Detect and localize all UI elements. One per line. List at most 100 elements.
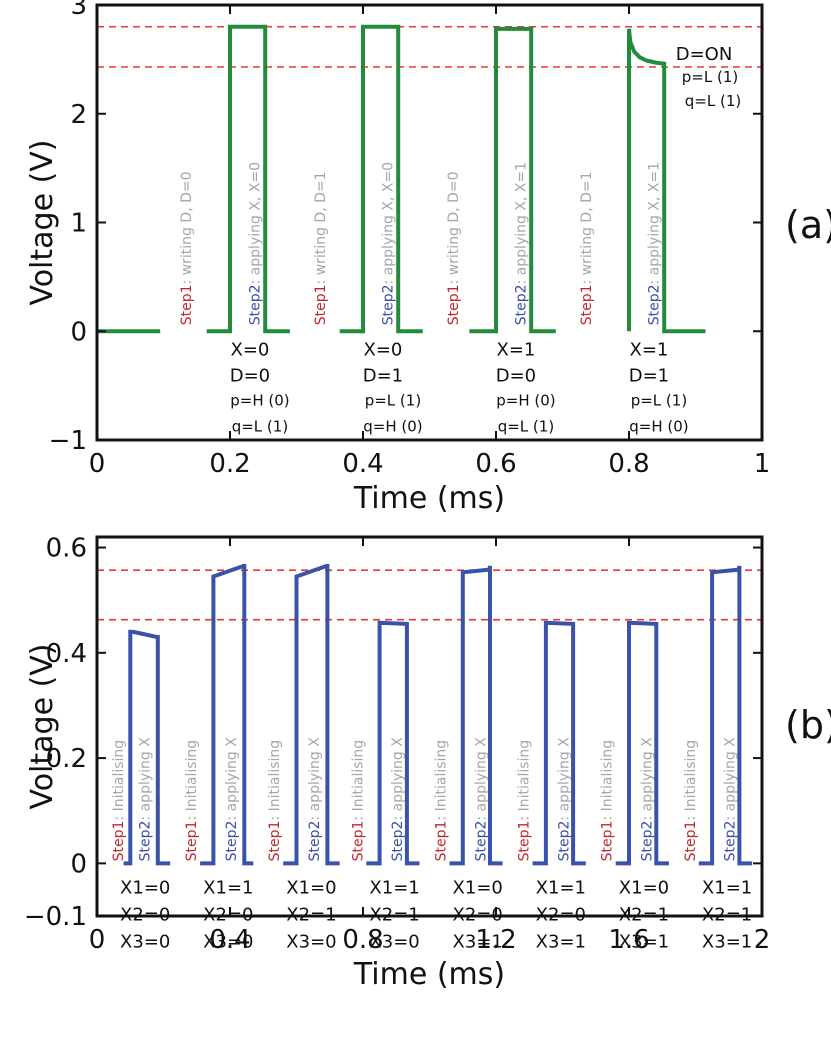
step-label: Step1: Initialising (517, 740, 533, 862)
step-label-text: : writing D, D=0 (446, 172, 462, 285)
case-label-line: X3=1 (619, 931, 669, 952)
waveform-segment (627, 28, 706, 334)
case-label-line: X1=0 (619, 877, 669, 898)
step-label-prefix: Step2 (723, 821, 739, 862)
step-label: Step2: applying X (723, 737, 739, 862)
step-label-text: : applying X (557, 737, 573, 821)
x-tick-label: 1 (754, 449, 771, 479)
panel-label: (b) (785, 703, 831, 747)
x-tick-label: 0.8 (342, 925, 383, 955)
x-tick-label: 1.6 (608, 925, 649, 955)
waveform-segment (123, 629, 171, 866)
step-label-prefix: Step2 (224, 821, 240, 862)
step-label-text: : applying X (307, 737, 323, 821)
step-label: Step2: applying X (224, 737, 240, 862)
step-label-prefix: Step1 (446, 284, 462, 325)
step-label-text: : Initialising (433, 740, 449, 821)
case-label-line: X1=0 (120, 877, 170, 898)
annotation-text: D=ON (676, 44, 733, 65)
step-label: Step1: Initialising (683, 740, 699, 862)
step-label-text: : Initialising (350, 740, 366, 821)
step-label: Step1: writing D, D=0 (446, 172, 462, 326)
waveform-segment (449, 565, 503, 866)
case-label-line: X2=0 (203, 904, 253, 925)
x-tick-label: 1.2 (475, 925, 516, 955)
step-label: Step2: applying X, X=0 (247, 162, 263, 325)
step-label: Step1: Initialising (433, 740, 449, 862)
step-label: Step1: Initialising (184, 740, 200, 862)
annotation-text: q=L (1) (685, 92, 741, 110)
case-label-line: X3=0 (286, 931, 336, 952)
case-label-line: q=H (0) (363, 417, 422, 435)
step-label-text: : Initialising (184, 740, 200, 821)
case-label-line: X2=0 (453, 904, 503, 925)
step-label-text: : applying X (473, 737, 489, 821)
step-label-text: : applying X (224, 737, 240, 821)
x-tick-label: 2 (754, 925, 771, 955)
step-label-prefix: Step2 (247, 284, 263, 325)
step-label-prefix: Step1 (111, 821, 127, 862)
step-label-prefix: Step2 (640, 821, 656, 862)
x-tick-label: 0 (89, 449, 106, 479)
x-tick-label: 0 (89, 925, 106, 955)
case-label-line: p=L (1) (365, 391, 421, 409)
y-tick-label: −0.1 (24, 902, 87, 932)
y-tick-label: 0.4 (46, 639, 87, 669)
case-label-line: X2=1 (619, 904, 669, 925)
case-label-line: X2=1 (286, 904, 336, 925)
step-label-text: : writing D, D=0 (179, 172, 195, 285)
step-label: Step2: applying X, X=1 (646, 162, 662, 325)
y-tick-label: 0 (70, 849, 87, 879)
step-label-prefix: Step1 (517, 821, 533, 862)
panel-label: (a) (785, 203, 831, 247)
step-label-prefix: Step2 (557, 821, 573, 862)
step-label-prefix: Step2 (513, 284, 529, 325)
step-label-text: : applying X (640, 737, 656, 821)
case-label-line: X1=0 (286, 877, 336, 898)
case-label-line: q=L (1) (498, 417, 554, 435)
case-label-line: X=0 (231, 339, 270, 360)
step-label: Step1: writing D, D=0 (179, 172, 195, 326)
step-label: Step1: Initialising (111, 740, 127, 862)
case-label-line: q=H (0) (629, 417, 688, 435)
step-label-prefix: Step1 (184, 821, 200, 862)
step-label-text: : Initialising (111, 740, 127, 821)
waveform-segment (615, 620, 669, 866)
step-label-prefix: Step1 (433, 821, 449, 862)
step-label: Step2: applying X (138, 737, 154, 862)
x-tick-label: 0.4 (209, 925, 250, 955)
case-label-line: X3=1 (702, 931, 752, 952)
y-tick-label: 2 (70, 100, 87, 130)
waveform-segment (532, 620, 586, 866)
annotation-text: p=L (1) (682, 68, 738, 86)
step-label-text: : Initialising (517, 740, 533, 821)
case-label-line: X=1 (497, 339, 536, 360)
step-label: Step1: Initialising (350, 740, 366, 862)
case-label-line: D=1 (363, 365, 403, 386)
step-label-text: : applying X, X=1 (513, 162, 529, 285)
y-tick-label: 1 (70, 209, 87, 239)
step-label-text: : writing D, D=1 (313, 172, 329, 285)
case-label-line: X2=1 (702, 904, 752, 925)
step-label-prefix: Step2 (380, 284, 396, 325)
case-label-line: X2=0 (536, 904, 586, 925)
case-label-line: q=L (1) (232, 417, 288, 435)
case-label-line: X1=1 (536, 877, 586, 898)
step-label-prefix: Step1 (313, 284, 329, 325)
step-label-text: : Initialising (267, 740, 283, 821)
step-label-text: : applying X, X=1 (646, 162, 662, 285)
step-label-prefix: Step1 (267, 821, 283, 862)
waveform-segment (339, 24, 423, 334)
y-tick-label: 0 (70, 317, 87, 347)
step-label: Step2: applying X (557, 737, 573, 862)
x-tick-label: 0.8 (608, 449, 649, 479)
waveform-segment (698, 565, 752, 866)
step-label-text: : applying X (723, 737, 739, 821)
step-label-prefix: Step1 (350, 821, 366, 862)
y-tick-label: −1 (49, 426, 87, 456)
case-label-line: X3=0 (120, 931, 170, 952)
step-label-text: : Initialising (600, 740, 616, 821)
case-label-line: p=L (1) (631, 391, 687, 409)
case-label-line: X3=1 (453, 931, 503, 952)
axes-frame (95, 535, 764, 918)
